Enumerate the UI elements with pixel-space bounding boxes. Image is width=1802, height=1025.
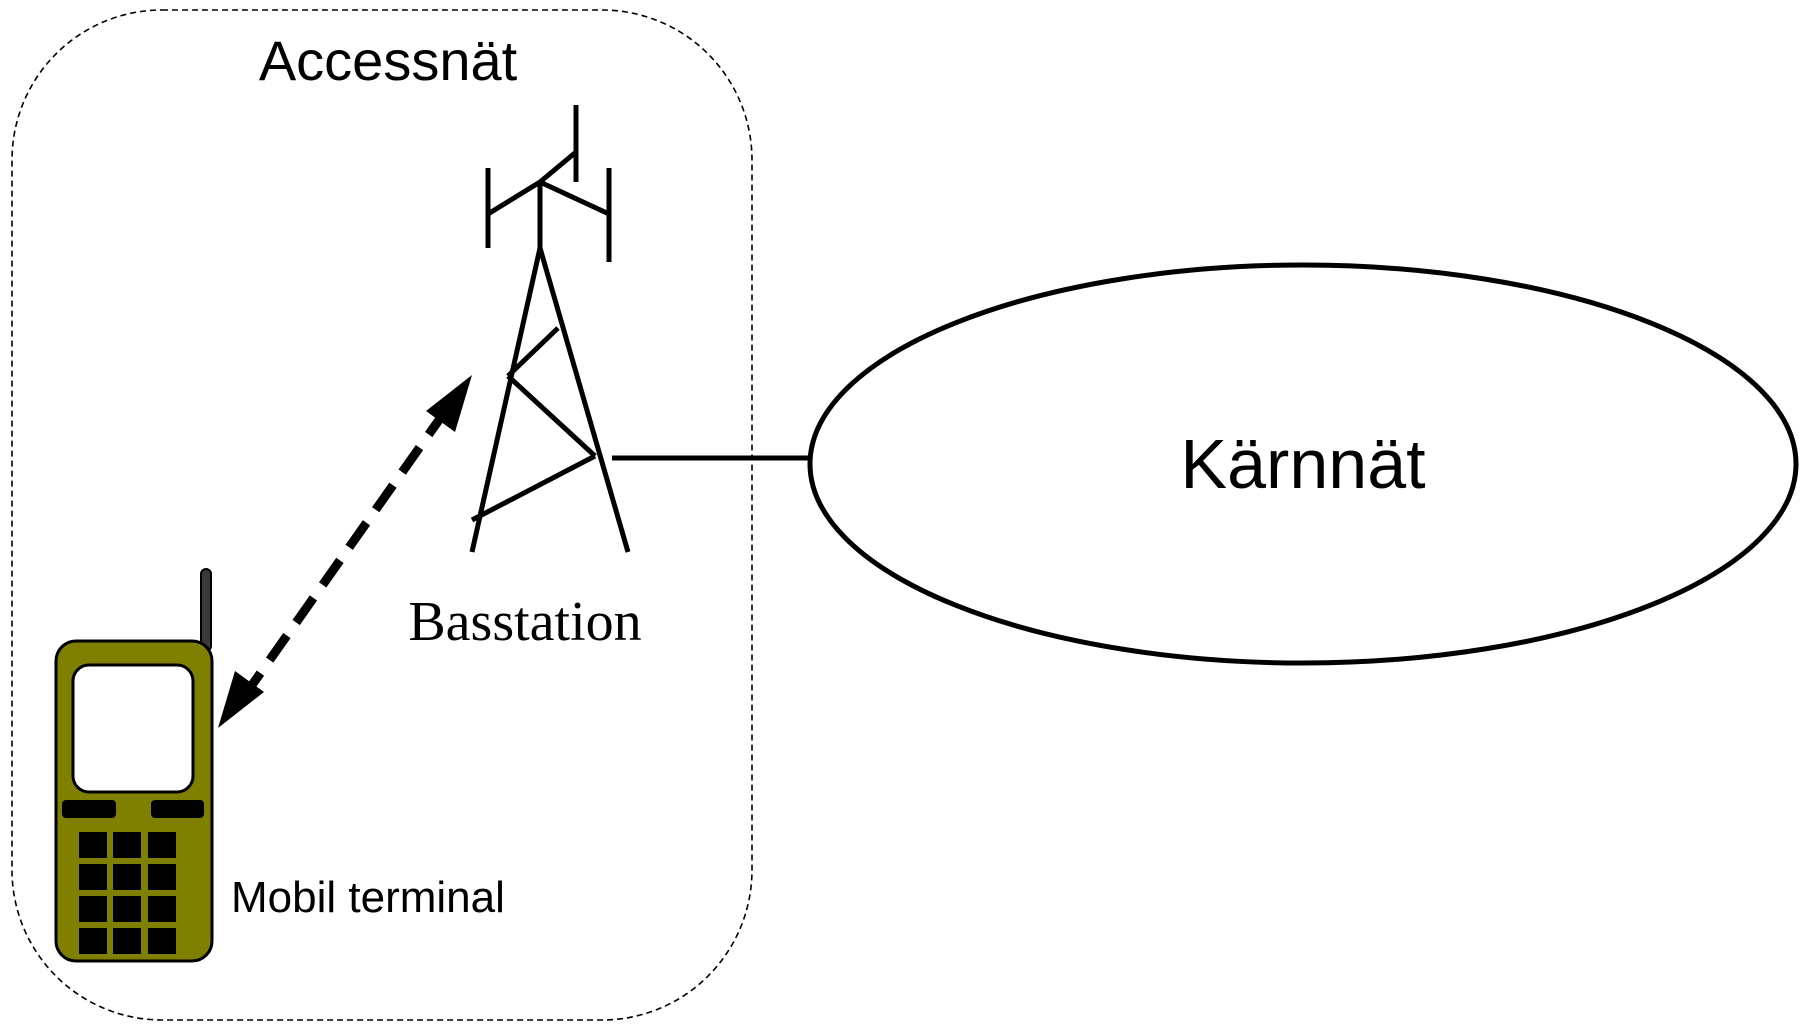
core-network-ellipse [807,262,1799,666]
access-network-label: Accessnät [259,29,518,92]
phone-screen [71,663,195,794]
base-station-label: Basstation [408,591,641,653]
bidirectional-arrow-icon [218,375,472,728]
phone-keypad [79,832,176,954]
core-network-label: Kärnnät [1180,425,1425,503]
mobile-phone-icon [54,568,214,963]
tower-icon [469,105,631,553]
access-network-boundary [11,9,753,1021]
mobile-terminal-label: Mobil terminal [231,873,505,922]
